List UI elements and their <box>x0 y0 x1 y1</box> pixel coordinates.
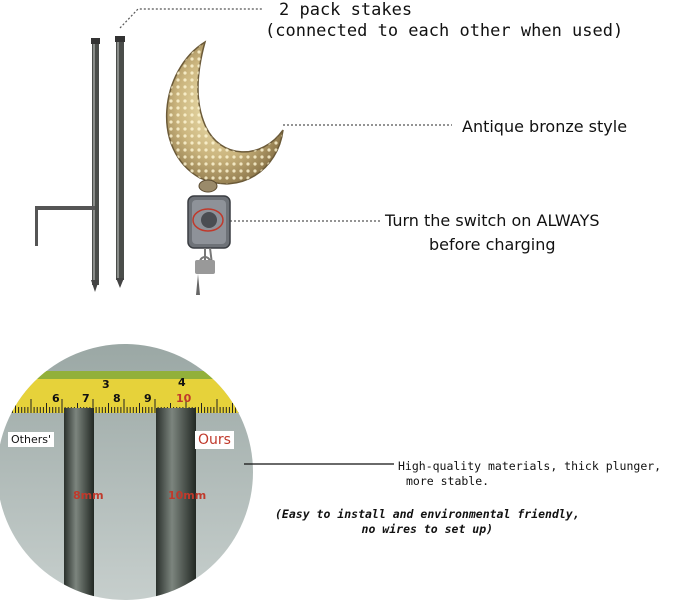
crescent-moon-light <box>166 40 284 193</box>
ruler-bottom-number: 6 <box>52 392 60 405</box>
ruler-top-number: 3 <box>102 378 110 391</box>
stakes-label: 2 pack stakes (connected to each other w… <box>265 0 623 42</box>
thickness-comparison-photo <box>0 344 394 600</box>
install-note-line2: no wires to set up) <box>361 522 494 536</box>
ruler-bottom-number: 9 <box>144 392 152 405</box>
install-note-line1: (Easy to install and environmental frien… <box>275 507 580 521</box>
stakes-label-line1: 2 pack stakes <box>279 0 413 20</box>
ruler-bottom-number: 7 <box>82 392 90 405</box>
bronze-style-label: Antique bronze style <box>462 117 628 136</box>
solar-switch-box <box>187 195 231 249</box>
ours-size-label: 10mm <box>168 489 207 502</box>
chain-and-spike <box>195 247 215 295</box>
switch-label-line2: before charging <box>428 235 556 254</box>
install-note: (Easy to install and environmental frien… <box>275 507 580 537</box>
stakes-leader-line <box>119 8 262 29</box>
quality-description: High-quality materials, thick plunger, m… <box>398 459 661 489</box>
ruler-bottom-number: 10 <box>176 392 192 405</box>
quality-line2: more stable. <box>406 474 490 488</box>
stakes-label-line2: (connected to each other when used) <box>265 21 624 41</box>
stake-right <box>115 36 125 288</box>
ours-stake <box>156 408 196 600</box>
ruler-bottom-number: 8 <box>113 392 121 405</box>
quality-line1: High-quality materials, thick plunger, <box>398 459 662 473</box>
product-illustration <box>35 8 452 295</box>
measuring-ruler <box>0 371 253 413</box>
others-label: Others' <box>8 432 54 447</box>
ruler-top-number: 4 <box>178 376 186 389</box>
switch-instruction-label: Turn the switch on ALWAYS before chargin… <box>385 209 600 257</box>
others-size-label: 8mm <box>73 489 104 502</box>
others-stake <box>64 408 94 600</box>
switch-label-line1: Turn the switch on ALWAYS <box>385 211 600 230</box>
stake-left <box>35 38 100 292</box>
ours-label: Ours <box>195 431 234 449</box>
